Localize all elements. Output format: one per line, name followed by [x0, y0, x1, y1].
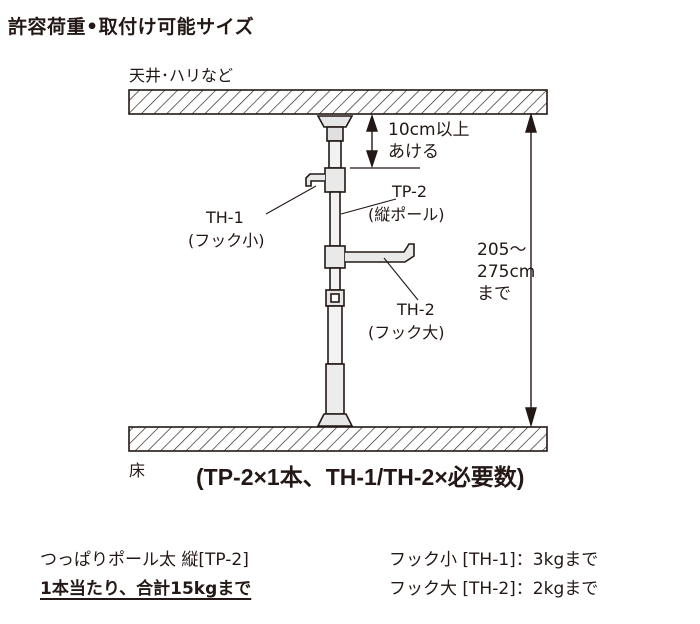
range-label-1: 205〜: [477, 240, 527, 260]
ceiling-slab: [128, 89, 548, 115]
th1-label-2: (フック小): [188, 231, 265, 250]
hook-small-load: フック小 [TH-1]：3kgまで: [389, 550, 599, 570]
page-title: 許容荷重•取付け可能サイズ: [8, 16, 255, 38]
range-label-3: まで: [477, 284, 511, 304]
gap-label-2: あける: [388, 142, 439, 162]
leader-th1: [265, 185, 317, 215]
leader-th2: [383, 257, 419, 301]
tp2-label-1: TP-2: [392, 182, 428, 201]
ceiling-label: 天井･ハリなど: [129, 66, 234, 85]
height-dimension: [525, 112, 537, 428]
hook-large-load: フック大 [TH-2]：2kgまで: [389, 579, 599, 599]
tp2-label-2: (縦ポール): [368, 205, 445, 224]
floor-label: 床: [129, 461, 146, 480]
range-label-2: 275cm: [477, 262, 536, 282]
pole-total-load: 1本当たり、合計15kgまで: [40, 579, 252, 599]
pole-tp2: [305, 115, 415, 427]
gap-dimension: [350, 113, 420, 169]
gap-label-1: 10cm以上: [388, 120, 470, 140]
pole-load-label: つっぱりポール太 縦[TP-2]: [40, 550, 249, 570]
th1-label-1: TH-1: [206, 208, 244, 227]
floor-slab: [128, 426, 548, 452]
th2-label-2: (フック大): [368, 323, 445, 342]
th2-label-1: TH-2: [397, 300, 435, 319]
required-parts-note: (TP-2×1本、TH-1/TH-2×必要数): [196, 464, 525, 490]
leader-tp2: [340, 198, 397, 215]
